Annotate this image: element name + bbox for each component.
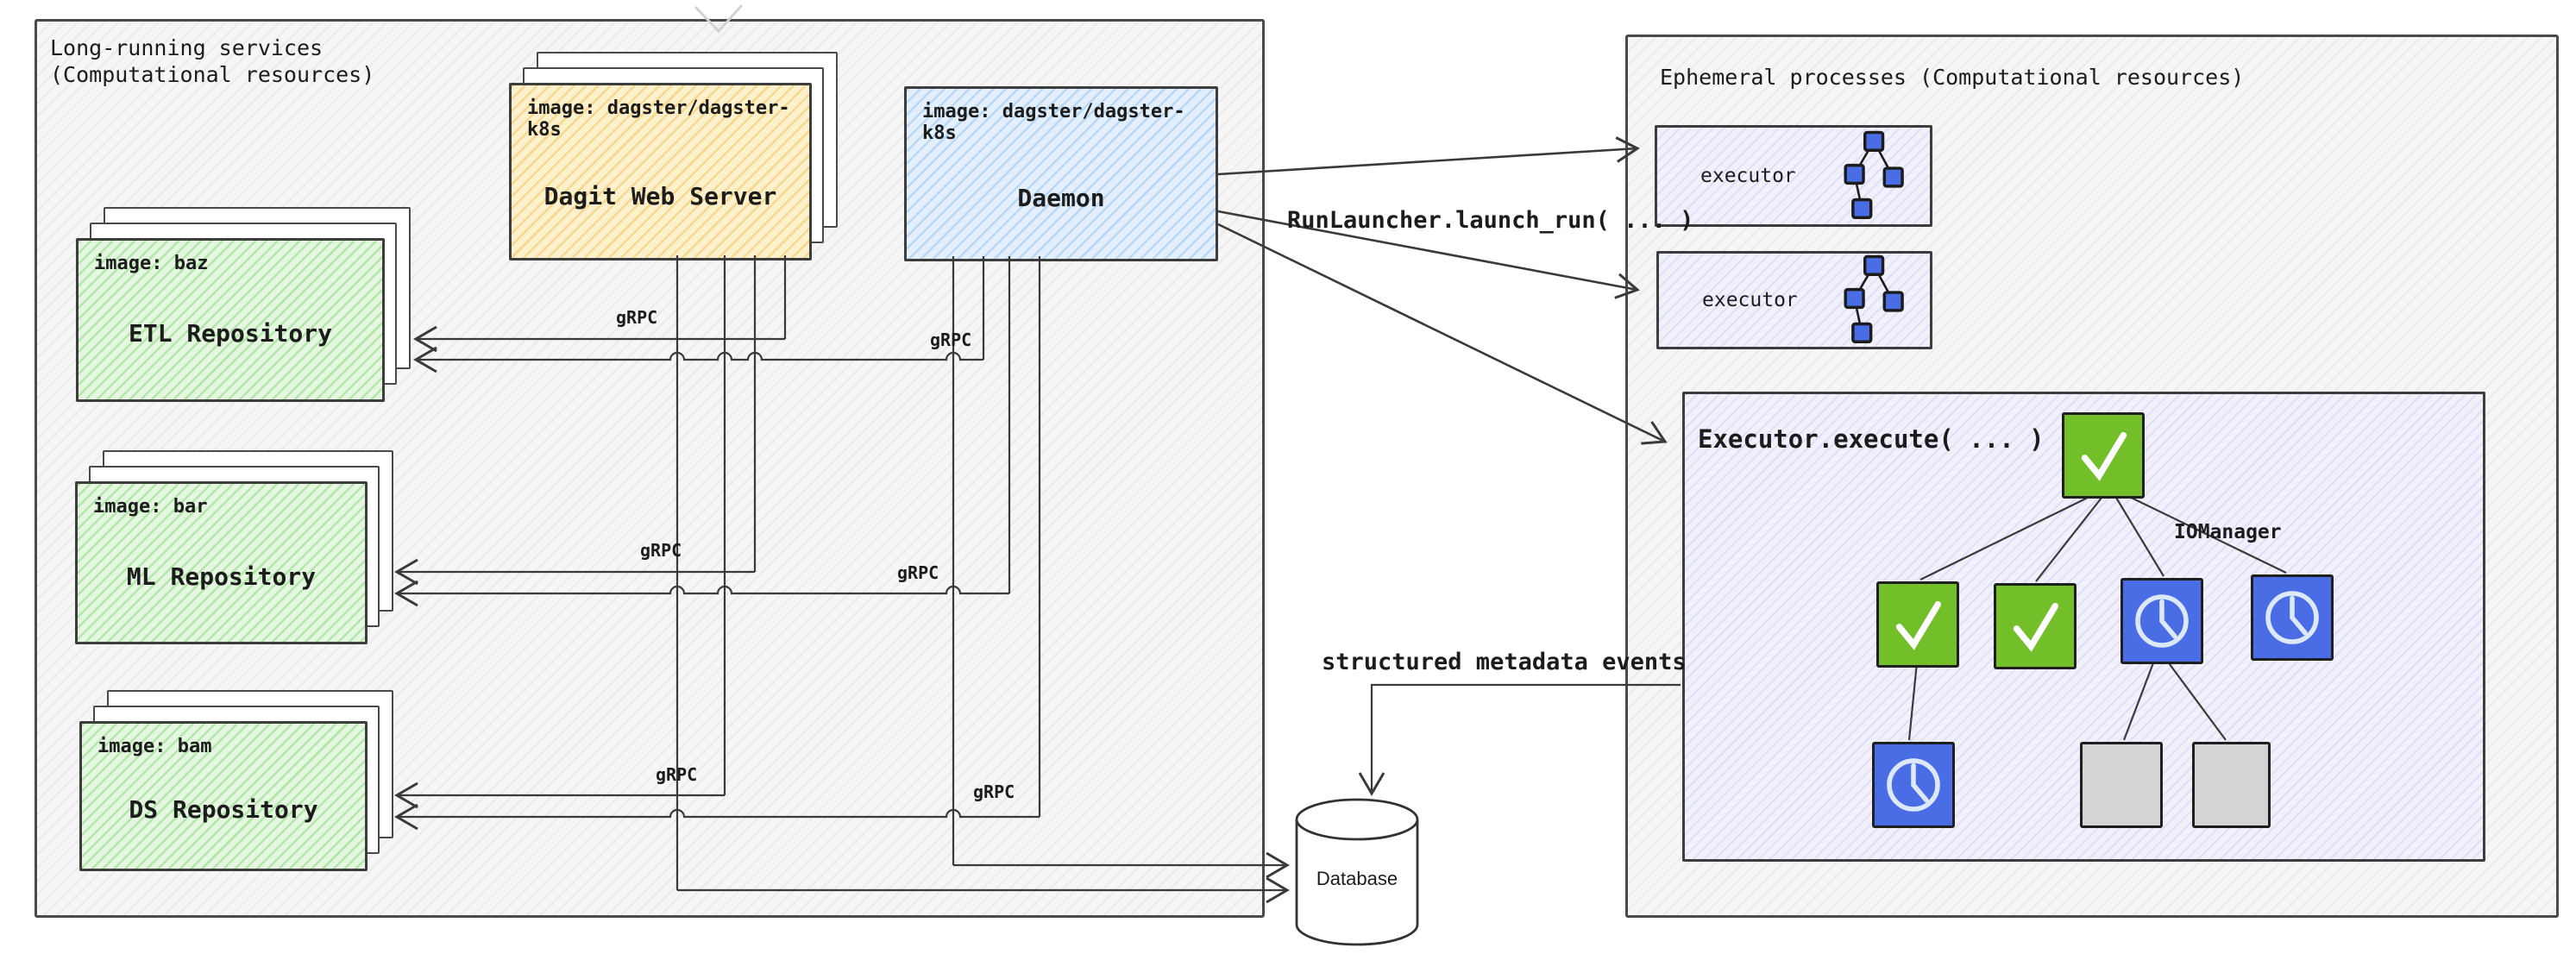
run-launcher-label: RunLauncher.launch_run( ... ) (1287, 207, 1694, 234)
executor-label: executor (1702, 289, 1798, 311)
ml-repository-box: image: bar ML Repository (75, 481, 368, 644)
step-node-not-started (2080, 742, 2163, 828)
step-node-pending-clock (2251, 574, 2334, 661)
right-container-title: Ephemeral processes (Computational resou… (1660, 65, 2245, 90)
etl-repository-box: image: baz ETL Repository (76, 238, 385, 402)
grpc-label: gRPC (930, 330, 972, 350)
executor-label: executor (1700, 165, 1796, 187)
daemon-name: Daemon (1017, 184, 1105, 212)
database-cylinder (1295, 819, 1419, 946)
iomanager-label: IOManager (2174, 521, 2282, 543)
step-node-success-root (2062, 412, 2145, 499)
database-label: Database (1316, 868, 1398, 889)
step-node-not-started (2192, 742, 2271, 828)
grpc-label: gRPC (897, 562, 939, 583)
daemon-image-label: image: dagster/dagster-k8s (922, 101, 1185, 144)
dagit-name: Dagit Web Server (543, 181, 777, 210)
executor-execute-title: Executor.execute( ... ) (1698, 424, 2045, 454)
daemon-box: image: dagster/dagster-k8s Daemon (904, 86, 1218, 261)
executor-box-1: executor (1655, 125, 1932, 227)
step-node-success (1876, 581, 1959, 668)
grpc-label: gRPC (616, 307, 658, 328)
ds-repository-box: image: bam DS Repository (79, 721, 368, 871)
left-container-title: Long-running services (Computational res… (50, 35, 375, 87)
stray-mark (694, 3, 744, 34)
dag-icon (1840, 129, 1909, 223)
etl-image-label: image: baz (94, 253, 209, 274)
etl-name: ETL Repository (128, 319, 332, 348)
metadata-events-label: structured metadata events (1322, 649, 1687, 675)
ml-name: ML Repository (126, 562, 317, 591)
step-node-pending-clock (2120, 578, 2203, 664)
dagit-web-server-box: image: dagster/dagster-k8s Dagit Web Ser… (509, 83, 812, 260)
ds-name: DS Repository (129, 795, 318, 824)
step-node-pending-clock (1872, 742, 1955, 828)
ds-image-label: image: bam (97, 736, 212, 757)
step-node-success (1994, 583, 2077, 669)
grpc-label: gRPC (973, 781, 1015, 802)
dag-icon (1840, 254, 1909, 347)
ml-image-label: image: bar (93, 496, 208, 518)
grpc-label: gRPC (656, 764, 698, 785)
grpc-label: gRPC (640, 540, 682, 561)
dagit-image-label: image: dagster/dagster-k8s (527, 97, 790, 141)
executor-box-2: executor (1656, 251, 1932, 349)
